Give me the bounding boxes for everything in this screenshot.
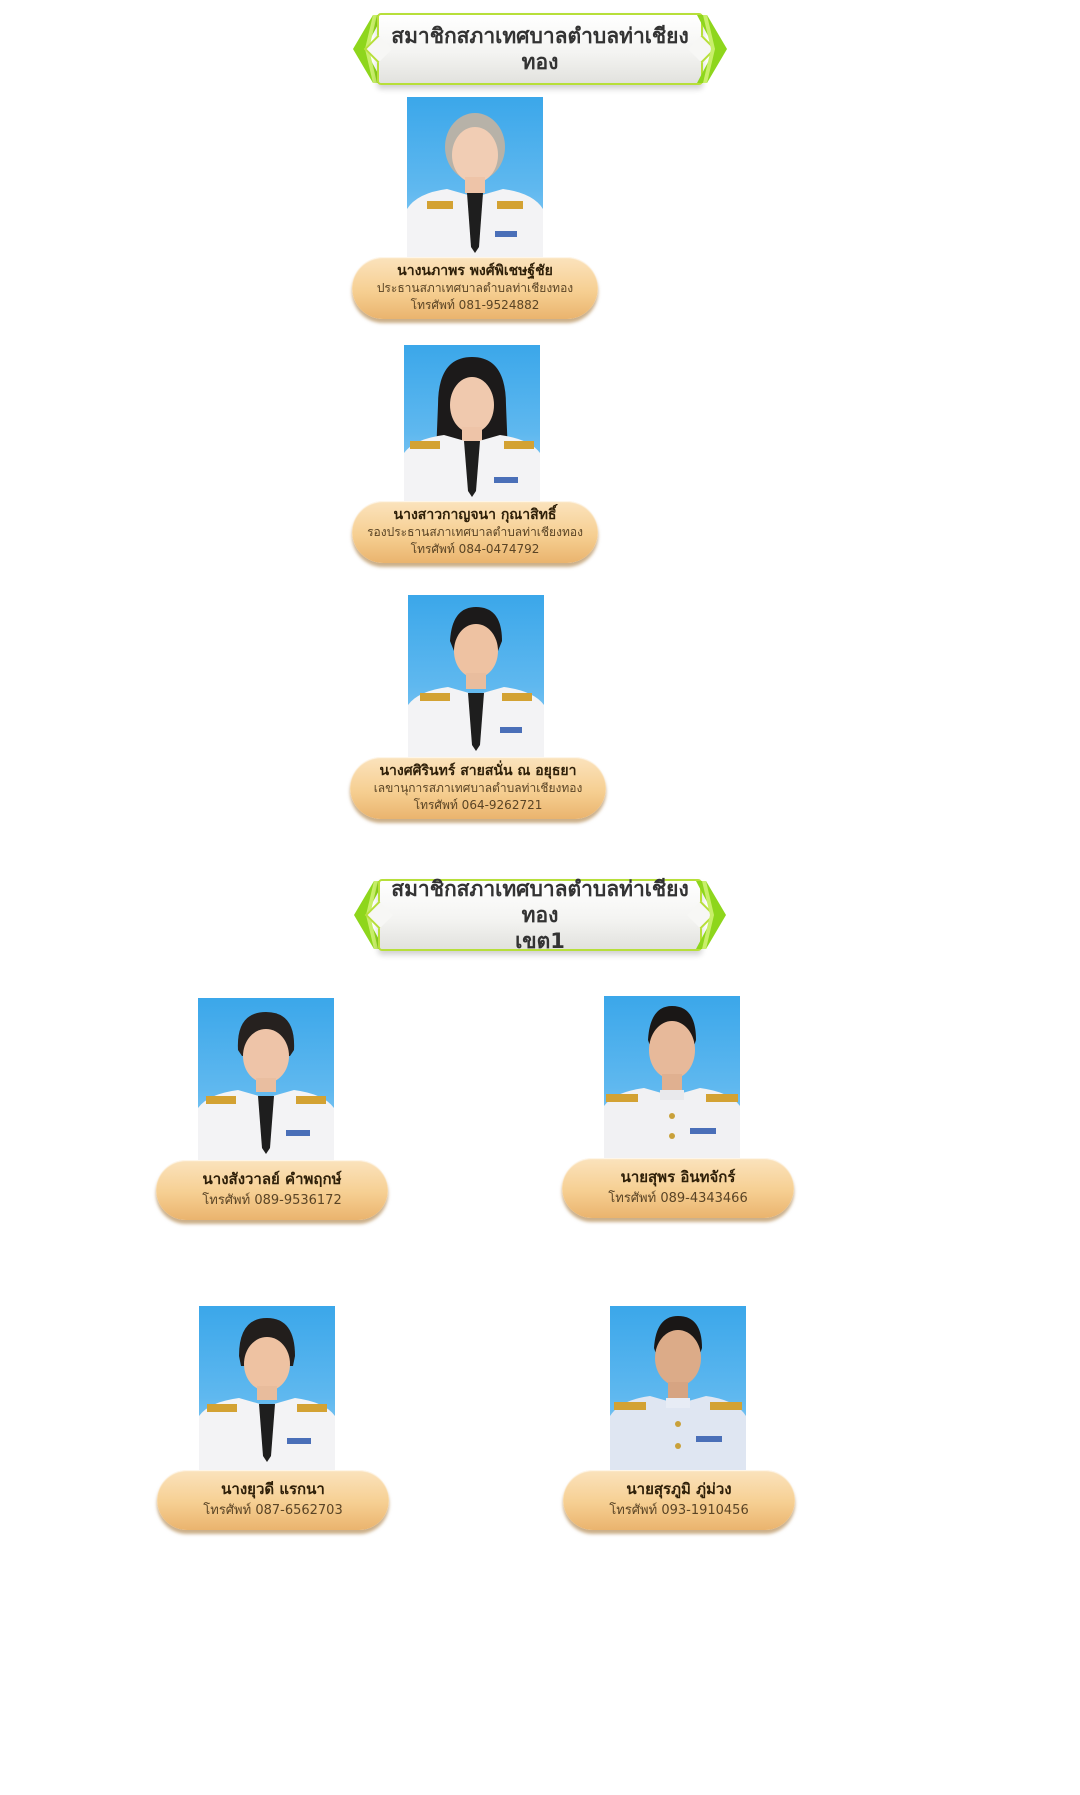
member-phone: โทรศัพท์ 064-9262721 xyxy=(413,798,543,812)
member-plaque: นางศศิรินทร์ สายสนั่น ณ อยุธยา เลขานุการ… xyxy=(350,757,606,819)
member-phone: โทรศัพท์ 081-9524882 xyxy=(410,298,540,312)
member-name: นางสาวกาญจนา กุณาสิทธิ์ xyxy=(393,507,557,523)
member-phone: โทรศัพท์ 089-9536172 xyxy=(202,1193,342,1208)
banner-plate: สมาชิกสภาเทศบาลตำบลท่าเชียงทอง เขต1 xyxy=(378,877,702,953)
portrait-photo xyxy=(408,595,544,761)
member-plaque: นางยุวดี แรกนา โทรศัพท์ 087-6562703 xyxy=(157,1470,389,1530)
member-name: นางศศิรินทร์ สายสนั่น ณ อยุธยา xyxy=(379,763,577,779)
member-phone: โทรศัพท์ 084-0474792 xyxy=(410,542,540,556)
member-role: ประธานสภาเทศบาลตำบลท่าเชียงทอง xyxy=(376,281,574,295)
member-name: นางสังวาลย์ คำพฤกษ์ xyxy=(202,1170,342,1188)
member-card-district1-3: นางยุวดี แรกนา โทรศัพท์ 087-6562703 xyxy=(157,1306,393,1534)
member-role: เลขานุการสภาเทศบาลตำบลท่าเชียงทอง xyxy=(373,781,583,795)
member-phone: โทรศัพท์ 087-6562703 xyxy=(203,1503,343,1518)
section-title: สมาชิกสภาเทศบาลตำบลท่าเชียงทอง xyxy=(391,877,689,927)
member-name: นายสุรภูมิ ภู่ม่วง xyxy=(626,1480,732,1498)
member-card-secretary: นางศศิรินทร์ สายสนั่น ณ อยุธยา เลขานุการ… xyxy=(350,595,608,829)
member-plaque: นายสุพร อินทจักร์ โทรศัพท์ 089-4343466 xyxy=(562,1158,794,1218)
section-banner-council: สมาชิกสภาเทศบาลตำบลท่าเชียงทอง xyxy=(351,13,729,85)
portrait-photo xyxy=(404,345,540,505)
member-card-vice-chairman: นางสาวกาญจนา กุณาสิทธิ์ รองประธานสภาเทศบ… xyxy=(352,345,600,567)
member-card-district1-1: นางสังวาลย์ คำพฤกษ์ โทรศัพท์ 089-9536172 xyxy=(156,998,392,1226)
member-plaque: นายสุรภูมิ ภู่ม่วง โทรศัพท์ 093-1910456 xyxy=(563,1470,795,1530)
chevron-right-icon xyxy=(697,15,727,83)
member-card-district1-4: นายสุรภูมิ ภู่ม่วง โทรศัพท์ 093-1910456 xyxy=(563,1306,799,1534)
portrait-photo xyxy=(604,996,740,1162)
portrait-photo xyxy=(198,998,334,1164)
portrait-photo xyxy=(610,1306,746,1472)
member-phone: โทรศัพท์ 089-4343466 xyxy=(608,1191,748,1206)
section-subtitle: เขต1 xyxy=(515,929,565,953)
member-card-chairman: นางนภาพร พงศ์พิเชษฐ์ชัย ประธานสภาเทศบาลต… xyxy=(352,97,600,325)
chevron-right-icon xyxy=(696,881,726,949)
banner-plate: สมาชิกสภาเทศบาลตำบลท่าเชียงทอง xyxy=(377,13,703,85)
member-phone: โทรศัพท์ 093-1910456 xyxy=(609,1503,749,1518)
member-plaque: นางนภาพร พงศ์พิเชษฐ์ชัย ประธานสภาเทศบาลต… xyxy=(352,257,598,319)
portrait-photo xyxy=(407,97,543,263)
section-title: สมาชิกสภาเทศบาลตำบลท่าเชียงทอง xyxy=(391,24,689,74)
member-name: นายสุพร อินทจักร์ xyxy=(620,1168,736,1186)
member-card-district1-2: นายสุพร อินทจักร์ โทรศัพท์ 089-4343466 xyxy=(562,996,798,1224)
member-plaque: นางสาวกาญจนา กุณาสิทธิ์ รองประธานสภาเทศบ… xyxy=(352,501,598,563)
member-name: นางนภาพร พงศ์พิเชษฐ์ชัย xyxy=(397,263,553,279)
portrait-photo xyxy=(199,1306,335,1472)
section-banner-district-1: สมาชิกสภาเทศบาลตำบลท่าเชียงทอง เขต1 xyxy=(352,877,728,953)
member-name: นางยุวดี แรกนา xyxy=(221,1480,325,1498)
member-plaque: นางสังวาลย์ คำพฤกษ์ โทรศัพท์ 089-9536172 xyxy=(156,1160,388,1220)
member-role: รองประธานสภาเทศบาลตำบลท่าเชียงทอง xyxy=(367,525,583,539)
